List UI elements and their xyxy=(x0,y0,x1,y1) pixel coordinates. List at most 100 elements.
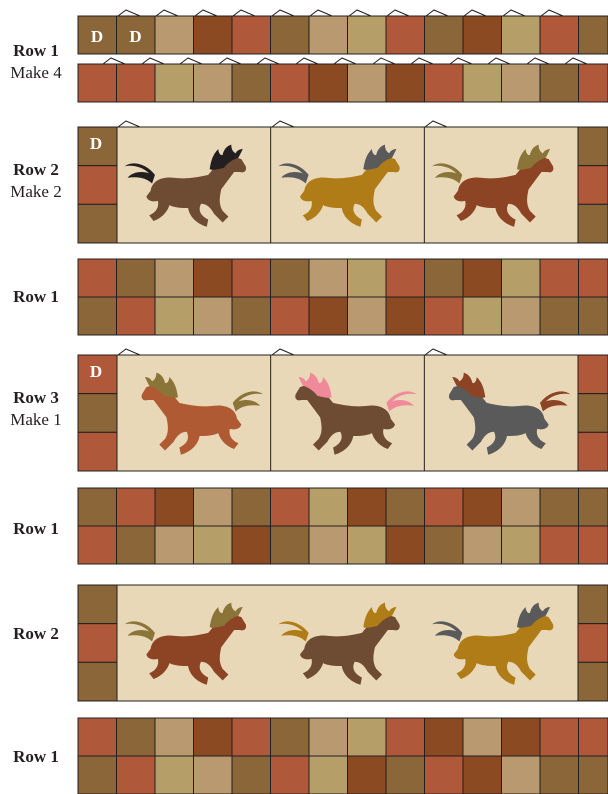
checker-square xyxy=(579,756,608,794)
checker-square xyxy=(348,259,387,297)
checker-square xyxy=(309,718,348,756)
checker-square xyxy=(502,259,541,297)
seam-tab xyxy=(387,10,409,16)
checker-square xyxy=(348,756,387,794)
checker-square xyxy=(386,16,425,54)
checker-square xyxy=(78,297,117,335)
checker-square xyxy=(194,718,233,756)
checker-square xyxy=(463,259,502,297)
seam-tab xyxy=(310,10,332,16)
checker-square xyxy=(425,64,464,102)
block-letter-d: D xyxy=(90,362,102,381)
seam-tab xyxy=(156,10,178,16)
checker-square xyxy=(425,297,464,335)
side-square xyxy=(578,166,608,205)
checker-square xyxy=(386,718,425,756)
checker-square xyxy=(309,64,348,102)
checker-square xyxy=(155,259,194,297)
checker-square xyxy=(348,64,387,102)
checker-square xyxy=(117,718,156,756)
side-square xyxy=(78,166,117,205)
checker-square xyxy=(502,526,541,564)
checker-square xyxy=(348,488,387,526)
checker-square xyxy=(194,64,233,102)
seam-tab xyxy=(118,121,140,127)
checker-square xyxy=(579,259,608,297)
row1-unit-a xyxy=(78,259,608,335)
checker-square xyxy=(540,718,579,756)
checker-square xyxy=(232,488,271,526)
checker-square xyxy=(271,756,310,794)
block-letter-d: D xyxy=(129,27,141,46)
checker-square xyxy=(579,16,608,54)
checker-square xyxy=(155,718,194,756)
seam-tab xyxy=(118,10,140,16)
side-square xyxy=(578,624,608,663)
checker-square xyxy=(540,756,579,794)
row1-make4-unit: DD xyxy=(78,10,608,102)
side-square xyxy=(578,662,608,701)
seam-tab xyxy=(272,349,294,355)
checker-square xyxy=(579,297,608,335)
checker-square xyxy=(78,718,117,756)
checker-square xyxy=(463,488,502,526)
checker-square xyxy=(271,718,310,756)
seam-tab xyxy=(257,58,279,64)
block-letter-d: D xyxy=(90,134,102,153)
checker-square xyxy=(579,718,608,756)
row3-make1-unit: D xyxy=(78,349,608,471)
side-square xyxy=(578,204,608,243)
checker-square xyxy=(386,64,425,102)
row2-make2-unit: D xyxy=(78,121,608,243)
checker-square xyxy=(232,526,271,564)
checker-square xyxy=(463,526,502,564)
checker-square xyxy=(194,526,233,564)
checker-square xyxy=(463,64,502,102)
checker-square xyxy=(309,16,348,54)
checker-square xyxy=(155,16,194,54)
checker-square xyxy=(309,756,348,794)
seam-tab xyxy=(527,58,549,64)
checker-square xyxy=(232,64,271,102)
checker-square xyxy=(155,297,194,335)
seam-tab xyxy=(565,58,587,64)
checker-square xyxy=(232,16,271,54)
seam-tab xyxy=(180,58,202,64)
checker-square xyxy=(348,718,387,756)
seam-tab xyxy=(426,10,448,16)
checker-square xyxy=(117,259,156,297)
checker-square xyxy=(117,526,156,564)
checker-square xyxy=(540,64,579,102)
checker-square xyxy=(502,718,541,756)
block-letter-d: D xyxy=(91,27,103,46)
checker-square xyxy=(309,526,348,564)
row1-unit-c xyxy=(78,718,608,794)
checker-square xyxy=(271,64,310,102)
checker-square xyxy=(194,297,233,335)
checker-square xyxy=(232,259,271,297)
checker-square xyxy=(386,297,425,335)
checker-square xyxy=(194,16,233,54)
checker-square xyxy=(232,718,271,756)
checker-square xyxy=(309,488,348,526)
seam-tab xyxy=(488,58,510,64)
seam-tab xyxy=(296,58,318,64)
side-square xyxy=(578,355,608,394)
checker-square xyxy=(348,16,387,54)
seam-tab xyxy=(349,10,371,16)
seam-tab xyxy=(118,349,140,355)
seam-tab xyxy=(425,349,447,355)
checker-square xyxy=(540,297,579,335)
checker-square xyxy=(117,756,156,794)
side-square xyxy=(78,624,117,663)
side-square xyxy=(78,394,117,433)
checker-square xyxy=(117,64,156,102)
checker-square xyxy=(463,16,502,54)
side-square xyxy=(78,662,117,701)
checker-square xyxy=(309,259,348,297)
seam-tab xyxy=(411,58,433,64)
checker-square xyxy=(386,259,425,297)
seam-tab xyxy=(464,10,486,16)
side-square xyxy=(578,585,608,624)
